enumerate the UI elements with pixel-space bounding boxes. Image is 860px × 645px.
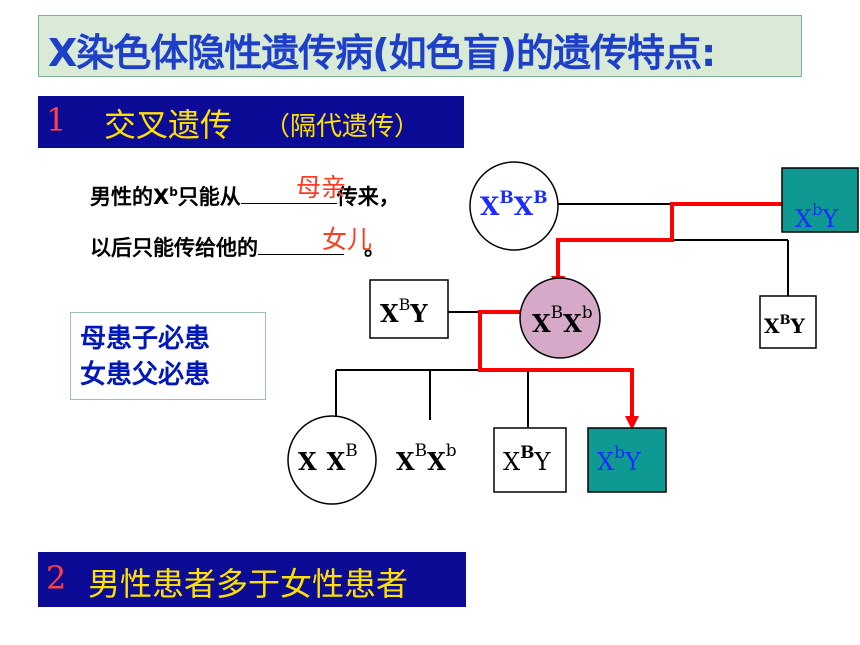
section1-subheading: （隔代遗传） [264,112,421,142]
section1-number: 1 [46,101,67,139]
line1-sup: b [169,185,178,199]
line1-before: 男性的X [90,185,170,209]
inheritance-path [478,202,784,418]
grandfather-genotype: XbY [795,200,839,233]
grandfather-square [781,167,859,233]
rule-2: 女患父必患 [80,360,211,390]
section1-heading: 交叉遗传 [104,106,233,144]
father-square [369,279,449,339]
son1-square [493,427,567,493]
paragraph-line2: 以后只能传给他的 。 [90,232,385,262]
line1-mid: 只能从 [177,185,241,209]
section2-number: 2 [46,559,67,597]
mother-circle [519,277,601,359]
father-genotype: XBY [380,295,428,328]
page-title: X染色体隐性遗传病(如色盲)的遗传特点: [48,31,716,75]
rules-box [70,312,266,400]
line1-after: 传来， [336,185,400,209]
uncle-genotype: XBY [764,313,806,338]
red-path-mother-to-son [478,310,634,418]
paragraph-line1: 男性的Xb只能从 传来， [90,181,400,211]
grandmother-genotype: XBXB [480,188,548,221]
arrowhead-to-son [625,416,639,430]
title-box [38,15,802,77]
son2-square [587,427,667,493]
uncle-square [759,295,817,349]
son1-genotype: XBY [503,443,551,476]
daughter2-genotype: XBXb [396,441,457,476]
rule-1: 母患子必患 [80,324,211,354]
blank-1 [240,183,337,204]
red-path-grandfather-to-mother [556,202,784,278]
son2-genotype: XbY [597,443,642,476]
blank-2 [258,234,344,255]
mother-genotype: XBXb [532,303,593,338]
line2-before: 以后只能传给他的 [90,236,258,260]
section2-heading: 男性患者多于女性患者 [88,565,409,603]
answer-mother: 母亲 [296,173,347,202]
section2-band [38,552,466,607]
grandmother-circle [469,161,559,251]
answer-daughter: 女儿 [322,225,373,254]
section1-band [38,96,464,148]
line2-after: 。 [364,236,385,260]
daughter1-circle [287,415,377,505]
